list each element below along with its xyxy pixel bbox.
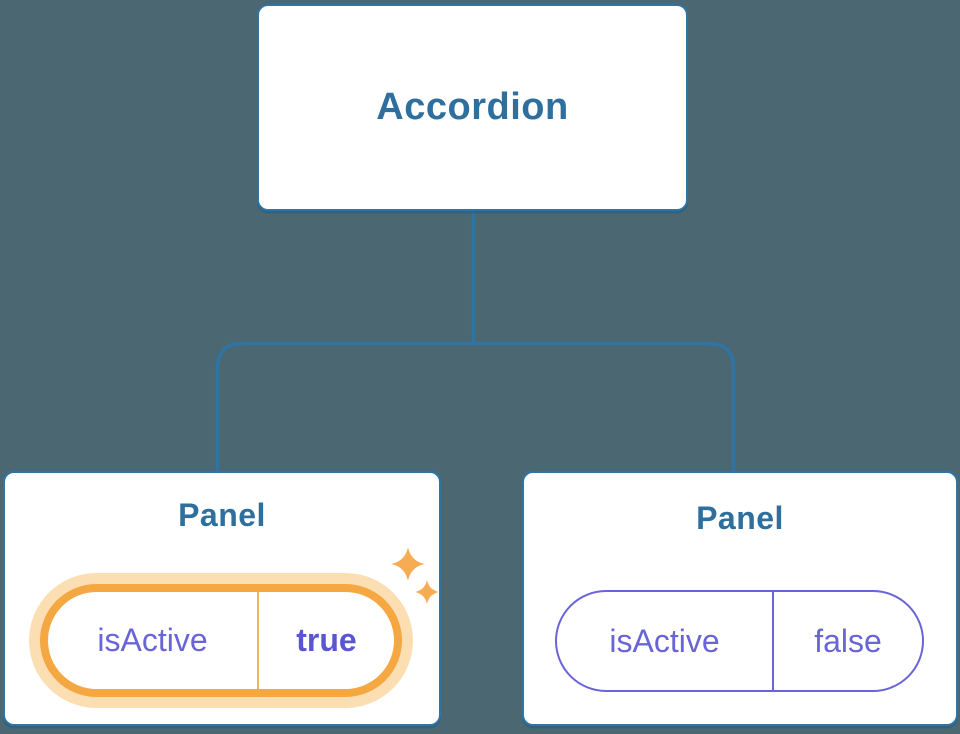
accordion-node-label: Accordion bbox=[376, 86, 569, 128]
state-pill-inactive: isActive false bbox=[555, 590, 924, 692]
state-key-label: isActive bbox=[609, 622, 720, 659]
panel-node-inactive: Panel isActive false bbox=[522, 471, 958, 726]
panel-title: Panel bbox=[178, 497, 266, 533]
state-pill-active: isActive true bbox=[40, 584, 402, 697]
sparkle-small bbox=[415, 580, 439, 604]
panel-title: Panel bbox=[696, 500, 784, 536]
pill-divider bbox=[257, 592, 259, 689]
sparkle-large bbox=[391, 547, 425, 581]
state-key-label: isActive bbox=[97, 622, 208, 658]
sparkle-icon bbox=[391, 547, 439, 604]
accordion-node: Accordion bbox=[257, 4, 688, 211]
state-value-label: false bbox=[814, 622, 882, 659]
state-value-label: true bbox=[296, 622, 357, 658]
pill-divider bbox=[772, 592, 774, 690]
connector-branch bbox=[215, 341, 736, 472]
panel-node-active: Panel isActive true bbox=[3, 471, 441, 726]
